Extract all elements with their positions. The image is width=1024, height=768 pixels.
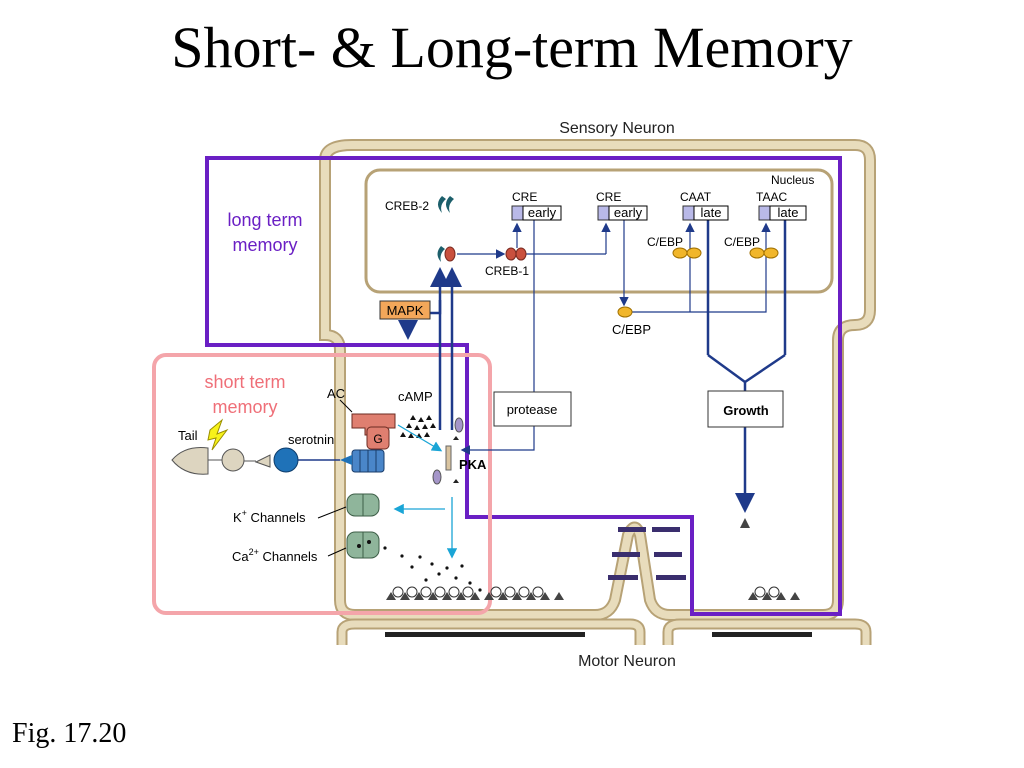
creb2-label: CREB-2 (385, 199, 429, 213)
long-term-memory-outline (205, 156, 842, 616)
figure-label: Fig. 17.20 (12, 718, 127, 749)
camp-molecules-icon (400, 415, 436, 438)
creb1-icon (505, 247, 527, 261)
creb2-icon (437, 196, 454, 262)
camp-label: cAMP (398, 389, 433, 404)
gene-late-label: late (778, 205, 799, 220)
synaptic-vesicles-icon (386, 586, 800, 600)
cebp-dimer-icon (672, 247, 702, 259)
growth-box: Growth (707, 390, 784, 428)
tail-axon-icon (254, 454, 271, 468)
ca-channel-icon (346, 531, 380, 559)
growth-label: Growth (723, 403, 769, 418)
long-term-memory-label: long term (227, 210, 302, 230)
long-term-memory-label: memory (232, 235, 297, 255)
cebp-label: C/EBP (612, 322, 651, 337)
mapk-box: MAPK (379, 300, 431, 320)
cebp-label: C/EBP (647, 235, 683, 249)
creb1-label: CREB-1 (485, 264, 529, 278)
signal-arrows (393, 424, 458, 559)
sensory-neuron-label: Sensory Neuron (559, 120, 675, 137)
pka-complex-icon (432, 417, 464, 485)
slide-title: Short- & Long-term Memory (171, 15, 853, 80)
serotonin-neuron-icon (273, 447, 299, 473)
creb1-active-icon (444, 246, 456, 262)
gene-late-label: late (701, 205, 722, 220)
nucleus-membrane (364, 168, 834, 294)
motor-neuron-label: Motor Neuron (578, 653, 676, 670)
new-synapse-bars (608, 527, 686, 580)
ca-channels-suffix: Channels (259, 549, 318, 564)
nucleus-label: Nucleus (771, 173, 814, 187)
k-superscript: + (242, 508, 247, 518)
gene-caat-late: late (682, 205, 729, 221)
serotonin-label: serotnin (288, 432, 334, 447)
gene-cre-early-2: early (597, 205, 648, 221)
interneuron-icon (221, 448, 245, 472)
ac-label: AC (327, 386, 345, 401)
cre-label: CRE (596, 190, 621, 204)
caat-label: CAAT (680, 190, 712, 204)
pka-pathway (398, 267, 462, 430)
svg-text:K+ Channels: K+ Channels (233, 508, 306, 525)
cebp-icon (617, 306, 633, 318)
ca-channels-label: Ca (232, 549, 249, 564)
k-channels-suffix: Channels (247, 510, 306, 525)
adenylyl-cyclase-icon: G (351, 413, 396, 450)
tail-label: Tail (178, 428, 198, 443)
svg-text:Ca2+ Channels: Ca2+ Channels (232, 547, 318, 564)
growth-pathway (706, 219, 787, 513)
tail-sensory-icon (171, 447, 209, 475)
gene-taac-late: late (758, 205, 807, 221)
short-term-memory-outline (152, 353, 492, 615)
gene-early-label: early (614, 205, 643, 220)
lightning-icon (207, 418, 229, 451)
ca-superscript: 2+ (249, 547, 259, 557)
short-term-memory-label: short term (204, 372, 285, 392)
k-channel-icon (346, 493, 380, 517)
k-channels-label: K (233, 510, 242, 525)
gene-cre-early-1: early (511, 205, 562, 221)
serotonin-receptor-icon (351, 449, 385, 473)
g-protein-label: G (373, 432, 382, 446)
ac-pointer (339, 399, 353, 413)
cre-label: CRE (512, 190, 537, 204)
gene-early-label: early (528, 205, 557, 220)
calcium-ions-icon (383, 546, 482, 592)
growth-product-icon (740, 518, 750, 528)
mapk-label: MAPK (387, 303, 424, 318)
pka-label: PKA (459, 457, 487, 472)
taac-label: TAAC (756, 190, 787, 204)
serotonin-binding-icon (340, 455, 352, 465)
gene-pathways (457, 219, 771, 455)
cebp-dimer-icon (749, 247, 779, 259)
short-term-memory-label: memory (212, 397, 277, 417)
protease-box: protease (493, 391, 572, 427)
cebp-label: C/EBP (724, 235, 760, 249)
protease-label: protease (507, 402, 558, 417)
motor-neuron-membrane (336, 618, 872, 645)
